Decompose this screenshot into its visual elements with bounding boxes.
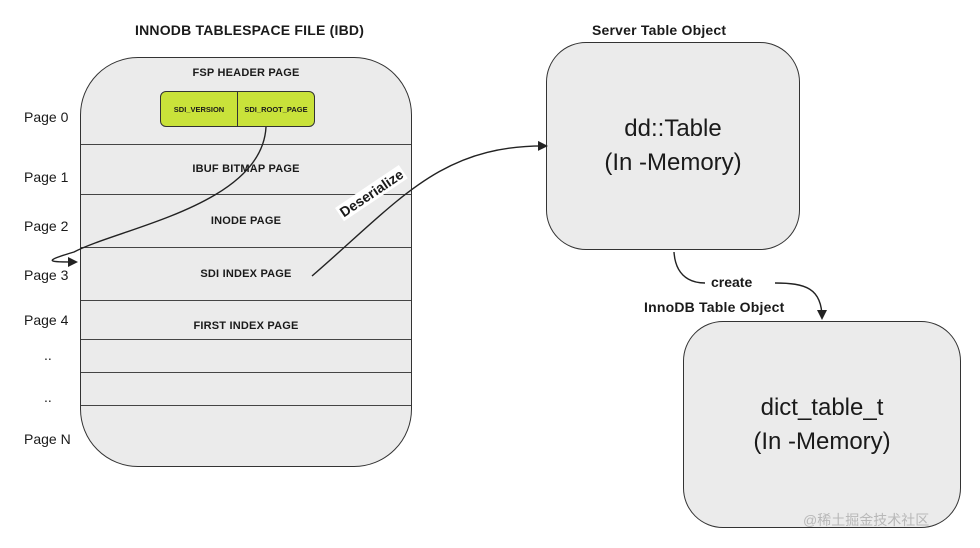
row-label-page-n: Page N	[24, 431, 71, 447]
server-object-title: Server Table Object	[592, 22, 727, 38]
page-first-index: FIRST INDEX PAGE	[193, 320, 299, 332]
server-table-name: dd::Table	[624, 115, 722, 142]
innodb-table-box: dict_table_t (In -Memory)	[683, 321, 961, 528]
watermark: @稀土掘金技术社区	[803, 512, 930, 528]
row-label-ellipsis: ..	[44, 389, 52, 405]
create-arrow	[673, 251, 822, 318]
row-label-page-4: Page 4	[24, 312, 69, 328]
row-label-page-3: Page 3	[24, 267, 69, 283]
page-divider	[81, 247, 411, 248]
page-ibuf-bitmap: IBUF BITMAP PAGE	[192, 163, 300, 175]
server-table-memory: (In -Memory)	[604, 149, 742, 176]
page-divider	[81, 405, 411, 406]
page-divider	[81, 144, 411, 145]
row-label-page-0: Page 0	[24, 109, 69, 125]
innodb-table-name: dict_table_t	[760, 393, 884, 421]
row-label-page-1: Page 1	[24, 169, 69, 185]
sdi-root-page-field: SDI_ROOT_PAGE	[237, 92, 314, 126]
sdi-fields-box: SDI_VERSION SDI_ROOT_PAGE	[160, 91, 315, 127]
row-label-page-2: Page 2	[24, 218, 69, 234]
innodb-table-memory: (In -Memory)	[753, 427, 891, 455]
tablespace-file: FSP HEADER PAGE IBUF BITMAP PAGE INODE P…	[80, 57, 412, 467]
page-fsp-header: FSP HEADER PAGE	[192, 67, 300, 79]
server-table-box: dd::Table (In -Memory)	[546, 42, 800, 250]
page-inode: INODE PAGE	[210, 215, 282, 227]
create-label: create	[711, 274, 753, 290]
page-divider	[81, 372, 411, 373]
page-sdi-index: SDI INDEX PAGE	[200, 268, 292, 280]
row-label-ellipsis: ..	[44, 347, 52, 363]
sdi-root-pointer-arrow	[51, 126, 267, 267]
innodb-object-title: InnoDB Table Object	[644, 299, 785, 315]
tablespace-title: INNODB TABLESPACE FILE (IBD)	[135, 22, 365, 38]
page-divider	[81, 300, 411, 301]
deserialize-arrow	[311, 140, 548, 277]
page-divider	[81, 194, 411, 195]
page-divider	[81, 339, 411, 340]
sdi-version-field: SDI_VERSION	[173, 104, 225, 114]
